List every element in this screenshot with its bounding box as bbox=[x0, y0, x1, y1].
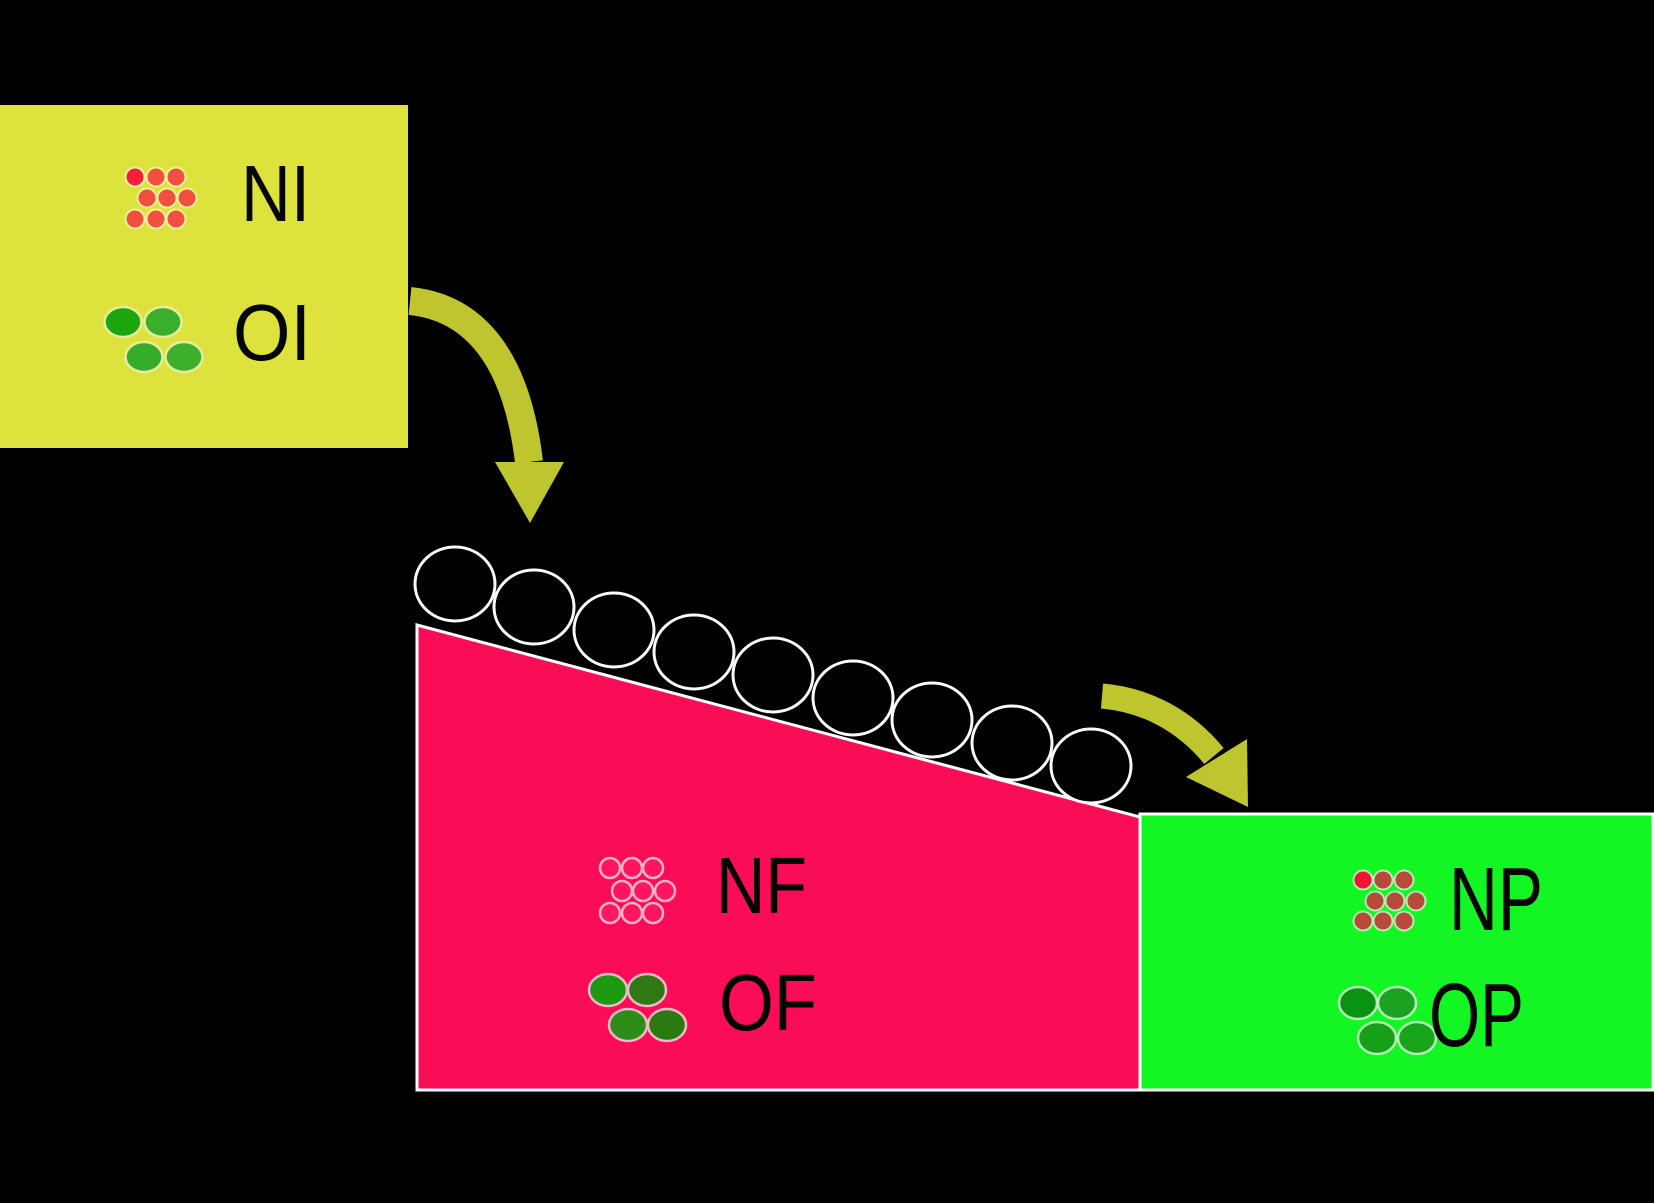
nutrient-dot bbox=[620, 856, 644, 880]
rolling-ball-icon bbox=[890, 681, 974, 759]
organism-dot bbox=[1356, 1020, 1398, 1056]
flux-nutrient-dots-icon bbox=[598, 856, 677, 925]
nutrient-dot bbox=[165, 166, 187, 188]
rolling-ball-icon bbox=[811, 659, 895, 737]
product-organisms-label: OP bbox=[1429, 966, 1524, 1066]
organism-dot bbox=[626, 972, 668, 1008]
nutrient-dot bbox=[610, 879, 634, 903]
initial-organisms-label: OI bbox=[233, 288, 311, 377]
nutrient-dot bbox=[1393, 869, 1415, 891]
nutrient-dot bbox=[641, 856, 665, 880]
product-nutrient-dots-icon bbox=[1352, 869, 1427, 932]
organism-dot bbox=[646, 1007, 688, 1043]
initial-nutrients-label: NI bbox=[241, 149, 310, 238]
nutrient-dot bbox=[631, 879, 655, 903]
output-flow-arrow-icon bbox=[1100, 683, 1248, 807]
rolling-ball-icon bbox=[731, 636, 815, 714]
nutrient-dot bbox=[620, 901, 644, 925]
organism-dot bbox=[587, 972, 629, 1008]
arrow-head bbox=[1186, 739, 1248, 807]
rolling-ball-icon bbox=[413, 545, 497, 623]
arrow-shaft bbox=[1100, 683, 1224, 765]
flux-organisms-label: OF bbox=[719, 958, 817, 1047]
nutrient-dot bbox=[1405, 890, 1427, 912]
initial-organism-dots-icon bbox=[103, 305, 204, 374]
organism-dot bbox=[607, 1007, 649, 1043]
organism-dot bbox=[1337, 985, 1379, 1021]
nutrient-dot bbox=[598, 856, 622, 880]
nutrient-dot bbox=[641, 901, 665, 925]
organism-dot bbox=[143, 305, 183, 339]
organism-dot bbox=[124, 340, 164, 374]
rolling-balls bbox=[413, 545, 1133, 805]
rolling-ball-icon bbox=[1049, 727, 1133, 805]
nutrient-dot bbox=[1352, 869, 1374, 891]
nutrient-dot bbox=[145, 166, 167, 188]
organism-dot bbox=[1396, 1020, 1438, 1056]
nutrient-dot bbox=[598, 901, 622, 925]
initial-nutrient-dots-icon bbox=[124, 166, 198, 230]
arrow-head bbox=[495, 462, 564, 523]
initial-state-box: NI OI bbox=[0, 105, 408, 448]
product-state-box: NP OP bbox=[1138, 812, 1654, 1092]
nutrient-dot bbox=[136, 187, 158, 209]
nutrient-dot bbox=[1372, 869, 1394, 891]
input-flow-arrow-icon bbox=[408, 287, 564, 523]
product-state-box-rect bbox=[1138, 812, 1654, 1092]
nutrient-dot bbox=[1372, 910, 1394, 932]
rolling-ball-icon bbox=[652, 613, 736, 691]
flux-organism-dots-icon bbox=[587, 972, 688, 1043]
nutrient-dot bbox=[145, 208, 167, 230]
initial-state-box-rect bbox=[0, 105, 408, 448]
organism-dot bbox=[164, 340, 204, 374]
organism-dot bbox=[1376, 985, 1418, 1021]
flux-nutrients-label: NF bbox=[716, 841, 807, 930]
rolling-ball-icon bbox=[970, 704, 1054, 782]
nutrient-dot bbox=[1364, 890, 1386, 912]
product-nutrients-label: NP bbox=[1449, 850, 1543, 950]
nutrient-dot bbox=[1393, 910, 1415, 932]
nutrient-dot bbox=[156, 187, 178, 209]
nutrient-dot bbox=[1384, 890, 1406, 912]
product-organism-dots-icon bbox=[1337, 985, 1438, 1056]
nutrient-dot bbox=[1352, 910, 1374, 932]
organism-dot bbox=[103, 305, 143, 339]
rolling-ball-icon bbox=[572, 591, 656, 669]
nutrient-dot bbox=[653, 879, 677, 903]
nutrient-dot bbox=[165, 208, 187, 230]
arrow-shaft bbox=[408, 287, 543, 464]
nutrient-dot bbox=[176, 187, 198, 209]
rolling-ball-icon bbox=[492, 568, 576, 646]
nutrient-dot bbox=[124, 208, 146, 230]
nutrient-dot bbox=[124, 166, 146, 188]
